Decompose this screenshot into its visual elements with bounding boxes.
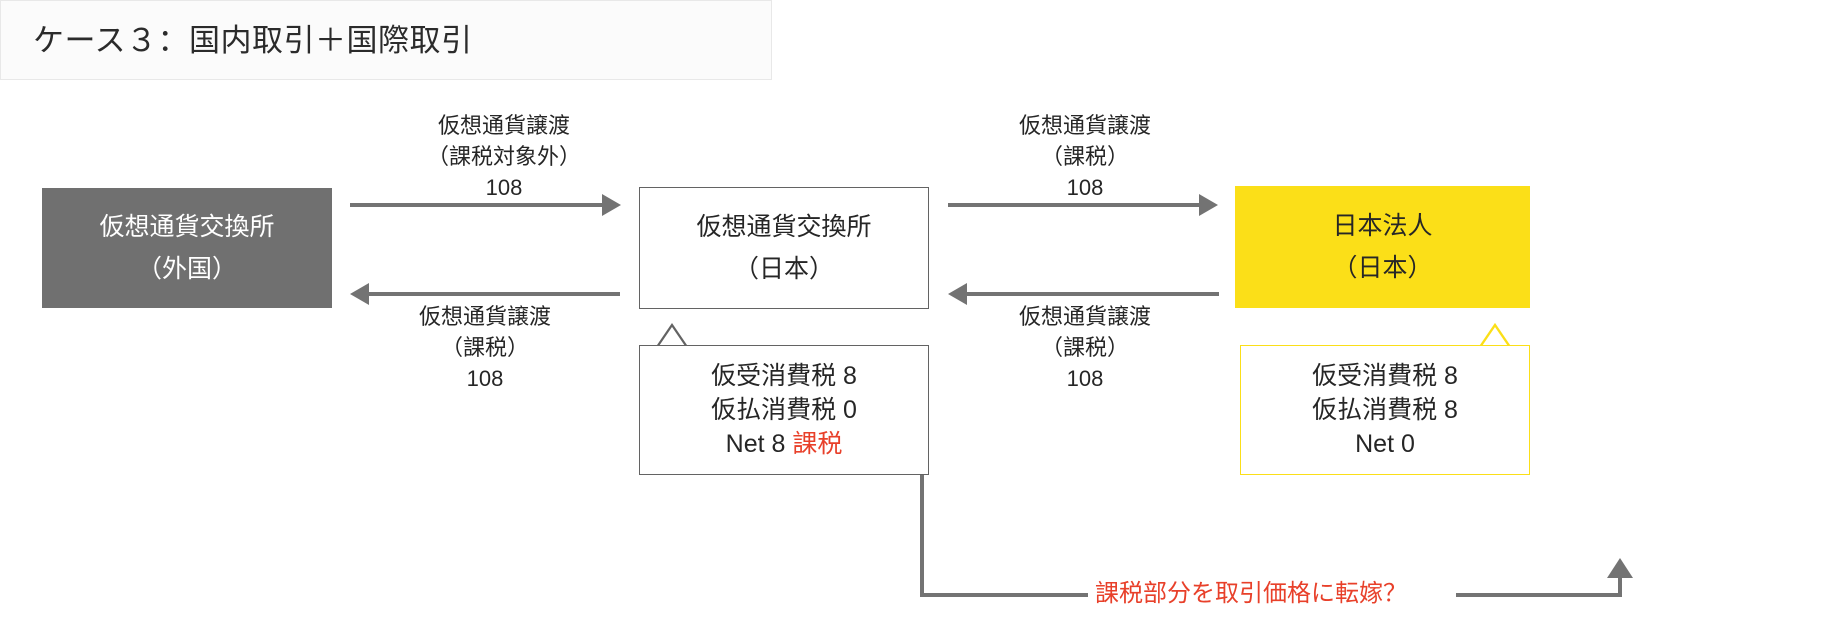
callout-pointer-japan-exchange bbox=[656, 323, 688, 348]
callout-line1: 仮受消費税 8 bbox=[1312, 362, 1458, 390]
flow-arrow-left-top-line bbox=[350, 203, 602, 207]
entity-label-line2: （日本） bbox=[1332, 254, 1433, 282]
entity-box-japan-corp[interactable]: 日本法人 （日本） bbox=[1235, 186, 1530, 308]
callout-pointer-japan-corp bbox=[1479, 322, 1511, 348]
flow-label-amount: 108 bbox=[466, 366, 504, 391]
flow-label-left-bottom: 仮想通貨譲渡 （課税） 108 bbox=[385, 301, 585, 394]
flow-arrow-left-bottom-line bbox=[369, 292, 620, 296]
flow-label-line1: 仮想通貨譲渡 bbox=[1018, 304, 1151, 329]
flow-label-line2: （課税） bbox=[1040, 144, 1129, 169]
connector-arrow-head-up bbox=[1607, 558, 1633, 578]
flow-label-right-top: 仮想通貨譲渡 （課税） 108 bbox=[985, 110, 1185, 203]
flow-label-amount: 108 bbox=[1066, 175, 1104, 200]
entity-box-japan-exchange[interactable]: 仮想通貨交換所 （日本） bbox=[639, 187, 929, 309]
callout-line1: 仮受消費税 8 bbox=[711, 362, 857, 390]
flow-label-amount: 108 bbox=[1066, 366, 1104, 391]
flow-label-line1: 仮想通貨譲渡 bbox=[437, 113, 570, 138]
connector-segment-up bbox=[1618, 578, 1622, 597]
flow-label-right-bottom: 仮想通貨譲渡 （課税） 108 bbox=[985, 301, 1185, 394]
title-bar: ケース３：国内取引＋国際取引 bbox=[0, 0, 772, 80]
entity-label-line1: 仮想通貨交換所 bbox=[99, 213, 275, 241]
callout-japan-corp-tax[interactable]: 仮受消費税 8 仮払消費税 8 Net 0 bbox=[1240, 345, 1530, 475]
connector-segment-down bbox=[920, 475, 924, 597]
callout-line2: 仮払消費税 8 bbox=[1312, 396, 1458, 424]
flow-arrow-right-bottom-head bbox=[948, 283, 967, 305]
entity-box-foreign-exchange[interactable]: 仮想通貨交換所 （外国） bbox=[42, 188, 332, 308]
page-title: ケース３：国内取引＋国際取引 bbox=[33, 23, 473, 58]
entity-label-line1: 日本法人 bbox=[1332, 212, 1433, 240]
callout-tax-badge: 課税 bbox=[792, 430, 843, 458]
entity-label-line2: （日本） bbox=[733, 255, 834, 283]
flow-label-amount: 108 bbox=[485, 175, 523, 200]
flow-arrow-right-top-head bbox=[1199, 194, 1218, 216]
callout-net-value: Net 0 bbox=[1355, 430, 1415, 458]
flow-label-line1: 仮想通貨譲渡 bbox=[418, 304, 551, 329]
callout-line2: 仮払消費税 0 bbox=[711, 396, 857, 424]
flow-arrow-right-top-line bbox=[948, 203, 1199, 207]
callout-japan-exchange-tax[interactable]: 仮受消費税 8 仮払消費税 0 Net 8 課税 bbox=[639, 345, 929, 475]
entity-label-line1: 仮想通貨交換所 bbox=[696, 213, 872, 241]
callout-line3: Net 0 bbox=[1355, 427, 1415, 461]
connector-segment-right-1 bbox=[920, 593, 1088, 597]
flow-arrow-left-bottom-head bbox=[350, 283, 369, 305]
callout-net-value: Net 8 bbox=[725, 430, 793, 458]
flow-label-left-top: 仮想通貨譲渡 （課税対象外） 108 bbox=[404, 110, 604, 203]
flow-label-line2: （課税） bbox=[440, 335, 529, 360]
flow-label-line2: （課税） bbox=[1040, 335, 1129, 360]
flow-arrow-right-bottom-line bbox=[967, 292, 1219, 296]
flow-label-line2: （課税対象外） bbox=[426, 144, 581, 169]
entity-label-line2: （外国） bbox=[136, 255, 237, 283]
flow-label-line1: 仮想通貨譲渡 bbox=[1018, 113, 1151, 138]
transfer-question-label: 課税部分を取引価格に転嫁？ bbox=[1095, 580, 1407, 607]
connector-segment-right-2 bbox=[1456, 593, 1622, 597]
callout-line3: Net 8 課税 bbox=[726, 427, 843, 461]
flow-arrow-left-top-head bbox=[602, 194, 621, 216]
